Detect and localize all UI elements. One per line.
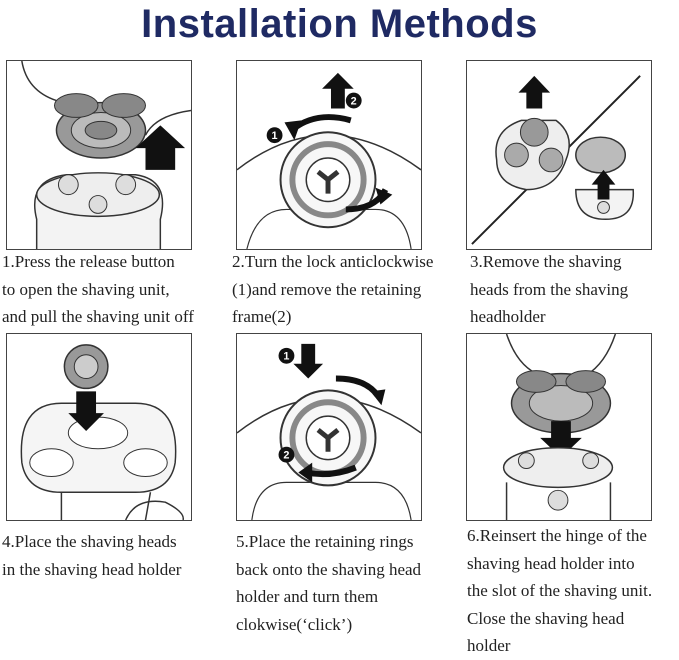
step-3-illustration <box>466 60 652 250</box>
page-title: Installation Methods <box>141 2 538 46</box>
badge-1-b: 1 <box>283 351 289 363</box>
step-5-caption: 5.Place the retaining rings back onto th… <box>236 532 422 634</box>
step-1-illustration <box>6 60 192 250</box>
badge-2-b: 2 <box>283 450 289 462</box>
badge-1: 1 <box>272 130 278 142</box>
step-5-illustration: 1 2 <box>236 333 422 521</box>
step-4-caption: 4.Place the shaving heads in the shaving… <box>2 532 182 579</box>
step-4-illustration <box>6 333 192 521</box>
step-1-caption: 1.Press the release button to open the s… <box>2 252 194 326</box>
badge-2: 2 <box>351 96 357 108</box>
step-2-caption: 2.Turn the lock anticlockwise (1)and rem… <box>232 252 434 326</box>
step-6-illustration <box>466 333 652 521</box>
step-3-caption: 3.Remove the shaving heads from the shav… <box>470 252 629 326</box>
step-2-illustration: 1 2 <box>236 60 422 250</box>
step-6-caption: 6.Reinsert the hinge of the shaving head… <box>467 526 653 655</box>
